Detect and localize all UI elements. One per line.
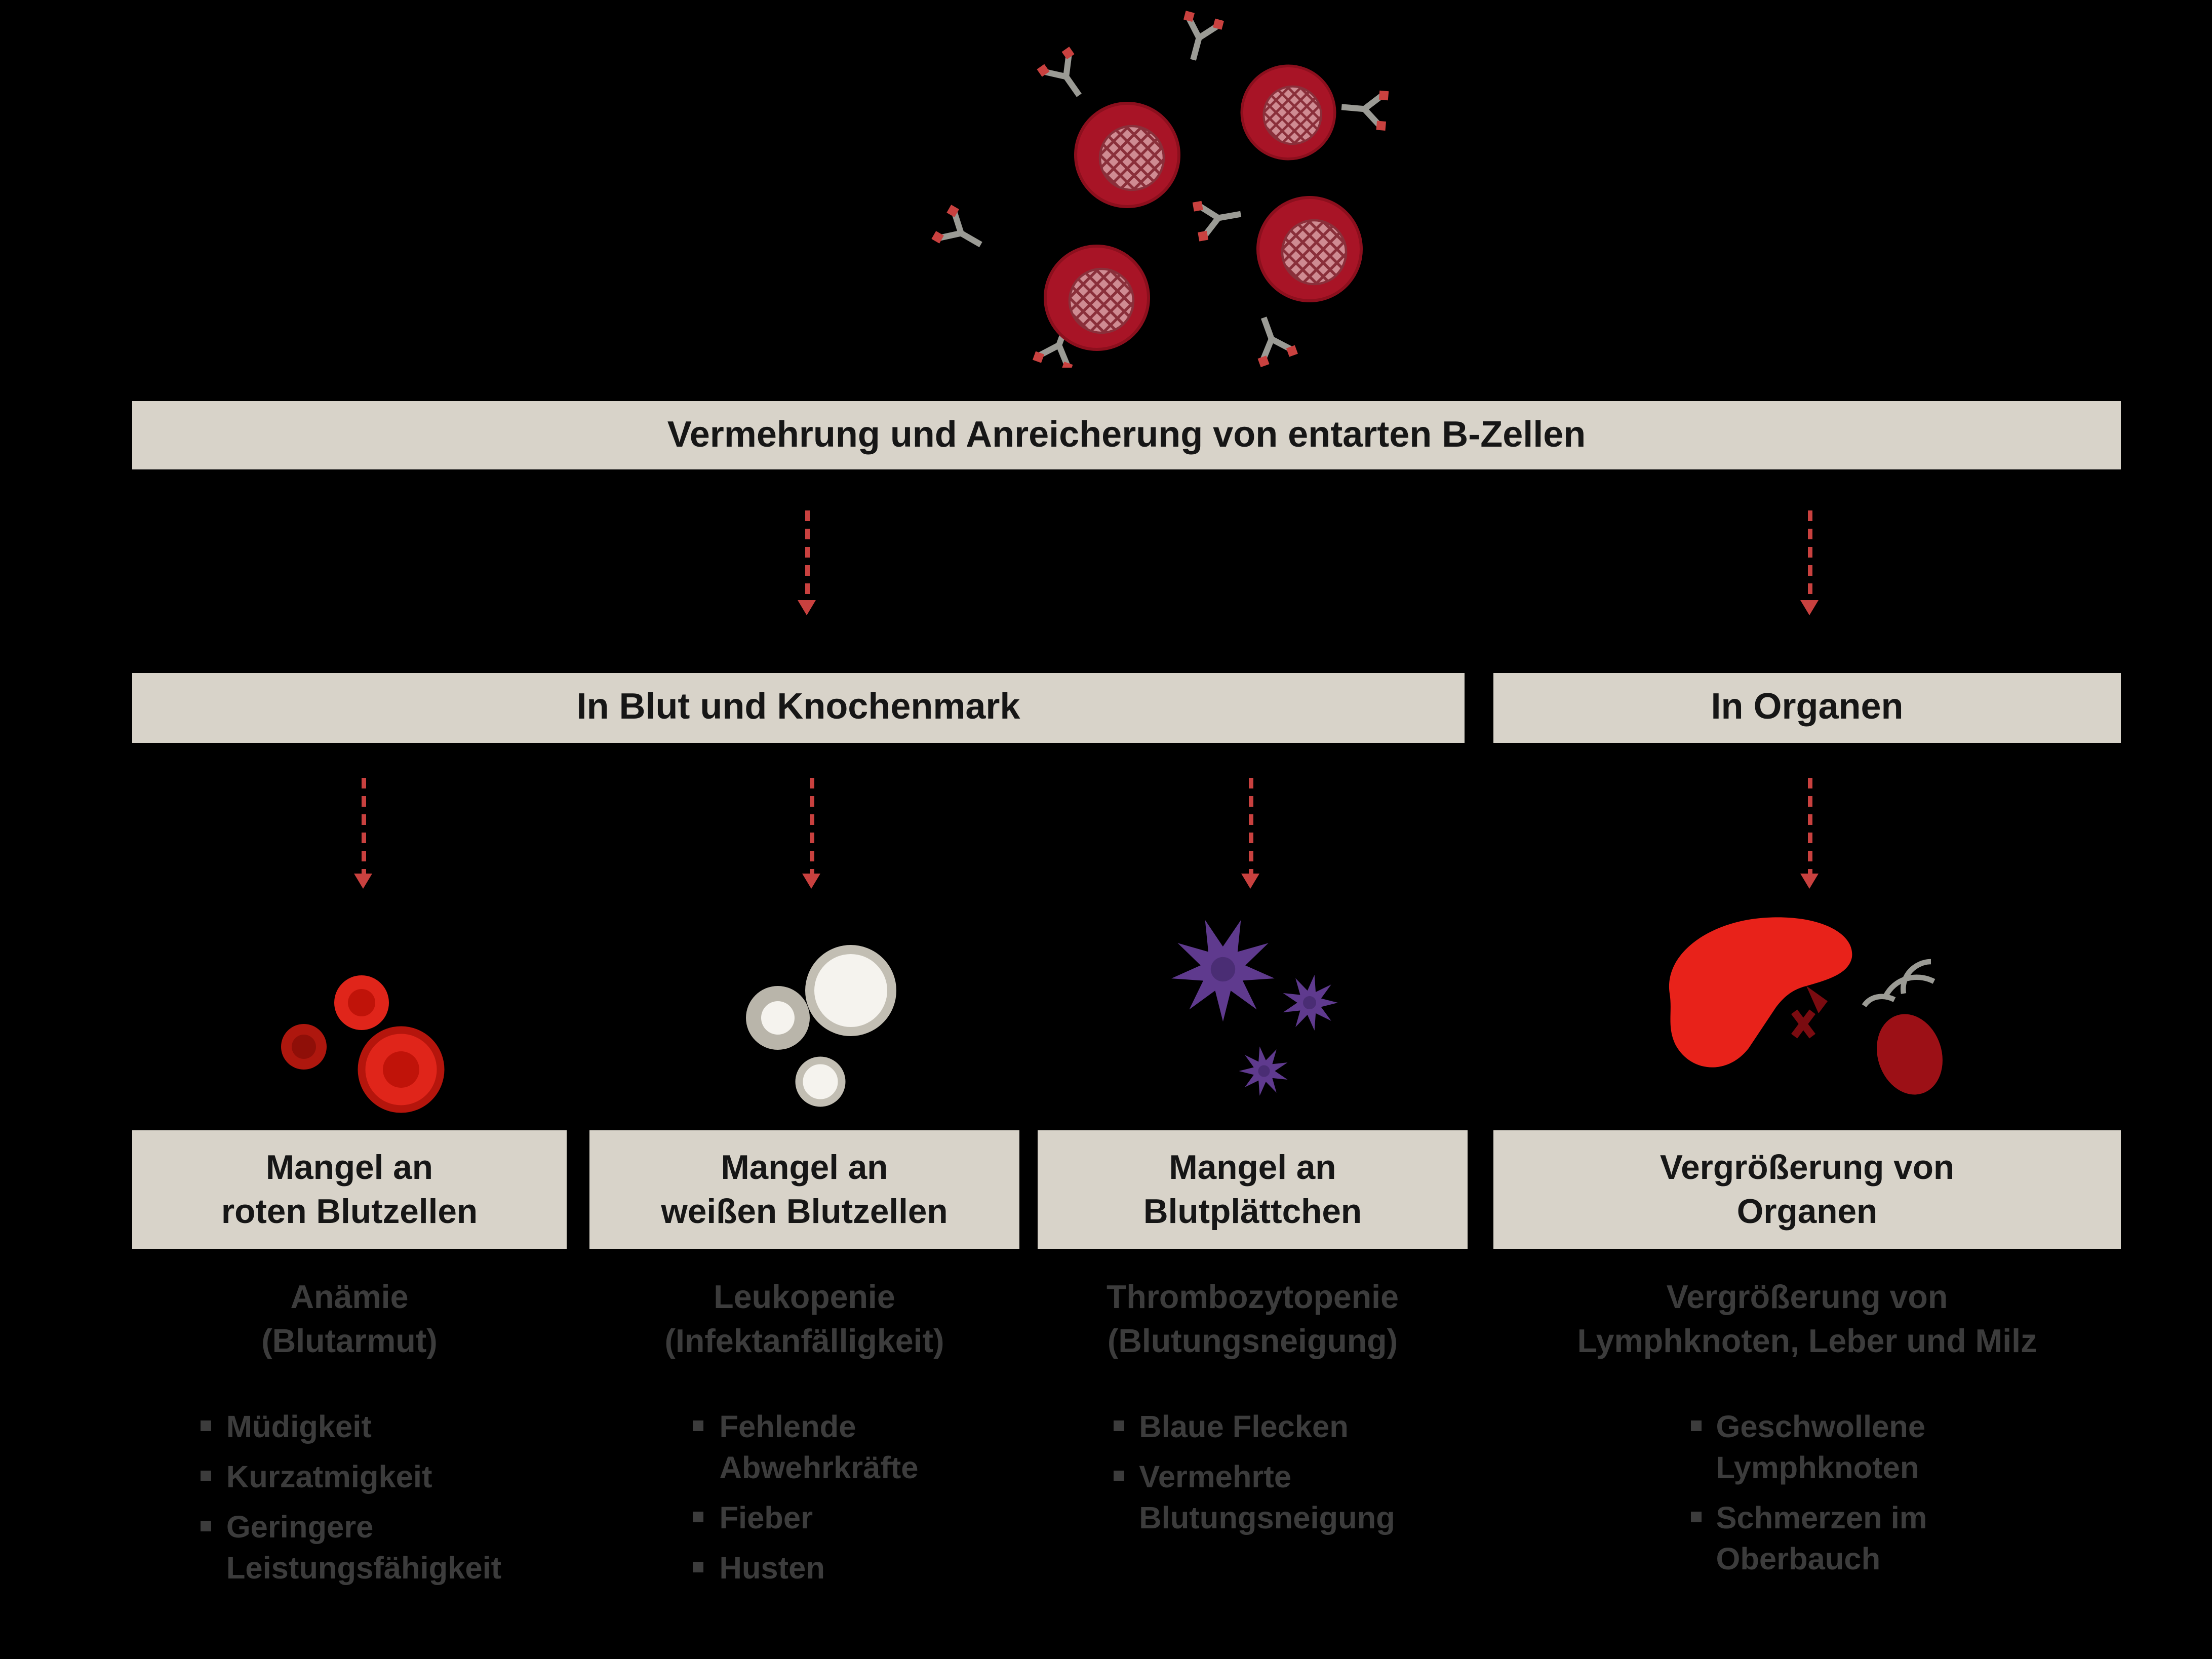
branch-banner-blood-marrow: In Blut und Knochenmark [132,673,1465,743]
bullet-item: Fieber [690,1498,918,1539]
bullet-list-thrombocytopenia: Blaue Flecken Vermehrte Blutungsneigung [1038,1407,1468,1548]
white-blood-cells-icon [746,945,896,1107]
bullet-item: Fehlende Abwehrkräfte [690,1407,919,1489]
column-heading-thrombocytopenia: Thrombozytopenie (Blutungsneigung) [1107,1279,1399,1360]
b-cells-illustration [912,3,1398,368]
bullet-item: Vermehrte Blutungsneigung [1110,1457,1395,1539]
bullet-item: Müdigkeit [198,1407,501,1448]
bullet-item: Kurzatmigkeit [198,1457,501,1498]
flow-arrow [798,510,816,615]
flow-arrow [1241,778,1259,889]
column-banner-platelets: Mangel an Blutplättchen [1038,1130,1468,1249]
title-banner: Vermehrung und Anreicherung von entarten… [132,401,2121,469]
red-blood-cells-icon [281,975,445,1113]
bullet-list-anemia: Müdigkeit Kurzatmigkeit Geringere Leistu… [132,1407,567,1599]
bullet-item: Geschwollene Lymphknoten [1687,1407,1927,1489]
flow-arrow [802,778,820,889]
bullet-item: Blaue Flecken [1110,1407,1395,1448]
column-banner-red-cells: Mangel an roten Blutzellen [132,1130,567,1249]
column-heading-leukopenia: Leukopenie (Infektanfälligkeit) [664,1279,944,1360]
flow-arrow [1800,510,1819,615]
bullet-item: Geringere Leistungsfähigkeit [198,1507,501,1589]
bullet-list-leukopenia: Fehlende Abwehrkräfte Fieber Husten [589,1407,1019,1599]
platelets-icon [1165,910,1350,1102]
flow-arrow [354,778,372,889]
bullet-item: Schmerzen im Oberbauch [1687,1498,1927,1580]
column-heading-anemia: Anämie (Blutarmut) [261,1279,438,1360]
bullet-list-organ-enlargement: Geschwollene Lymphknoten Schmerzen im Ob… [1493,1407,2121,1590]
column-banner-white-cells: Mangel an weißen Blutzellen [589,1130,1019,1249]
branch-banner-organs: In Organen [1493,673,2121,743]
liver-spleen-icon [1669,917,1943,1095]
column-heading-organ-enlargement: Vergrößerung von Lymphknoten, Leber und … [1577,1279,2037,1360]
flow-arrow [1800,778,1819,889]
bullet-item: Husten [690,1548,918,1589]
column-banner-organs: Vergrößerung von Organen [1493,1130,2121,1249]
